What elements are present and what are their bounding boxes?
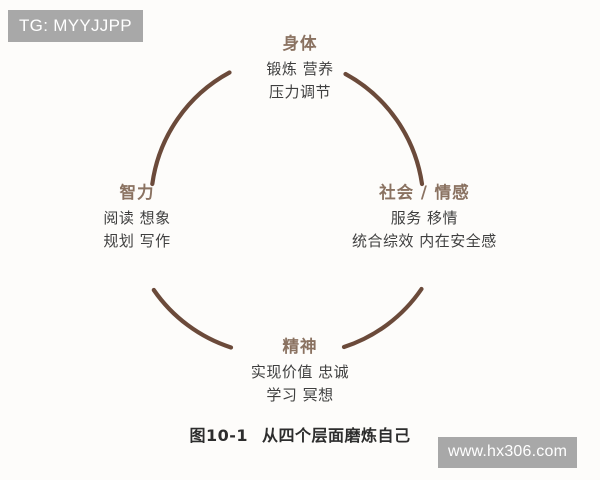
quadrant-spiritual-line-1: 实现价值 忠诚 xyxy=(250,363,350,382)
quadrant-social-emotional-title: 社会 / 情感 xyxy=(379,183,470,202)
arc-upper-right xyxy=(343,71,425,187)
quadrant-mental-line-1: 阅读 想象 xyxy=(103,209,171,228)
figure-caption: 图10-1 从四个层面磨炼自己 xyxy=(0,422,600,446)
quadrant-spiritual-title: 精神 xyxy=(282,337,318,356)
quadrant-mental: 智力 阅读 想象 规划 写作 xyxy=(62,182,212,252)
quadrant-social-emotional-line-2: 统合综效 内在安全感 xyxy=(352,231,497,250)
quadrant-spiritual: 精神 实现价值 忠诚 学习 冥想 xyxy=(0,336,600,406)
figure-caption-text: 从四个层面磨炼自己 xyxy=(262,426,411,445)
quadrant-body-line-1: 锻炼 营养 xyxy=(266,60,334,79)
quadrant-body-line-2: 压力调节 xyxy=(268,82,331,101)
quadrant-spiritual-line-2: 学习 冥想 xyxy=(266,385,334,404)
arc-lower-left xyxy=(151,287,234,350)
quadrant-social-emotional: 社会 / 情感 服务 移情 统合综效 内在安全感 xyxy=(352,182,497,252)
quadrant-body-title: 身体 xyxy=(282,34,318,53)
quadrant-social-emotional-line-1: 服务 移情 xyxy=(390,209,459,228)
arc-upper-left xyxy=(150,70,232,187)
telegram-watermark-banner: TG: MYYJJPP xyxy=(8,10,143,42)
quadrant-mental-line-2: 规划 写作 xyxy=(103,231,171,250)
arc-lower-right xyxy=(341,286,424,350)
figure-caption-number: 图10-1 xyxy=(189,426,249,445)
site-watermark: www.hx306.com xyxy=(438,437,578,468)
quadrant-body: 身体 锻炼 营养 压力调节 xyxy=(0,33,600,103)
quadrant-mental-title: 智力 xyxy=(119,183,155,202)
